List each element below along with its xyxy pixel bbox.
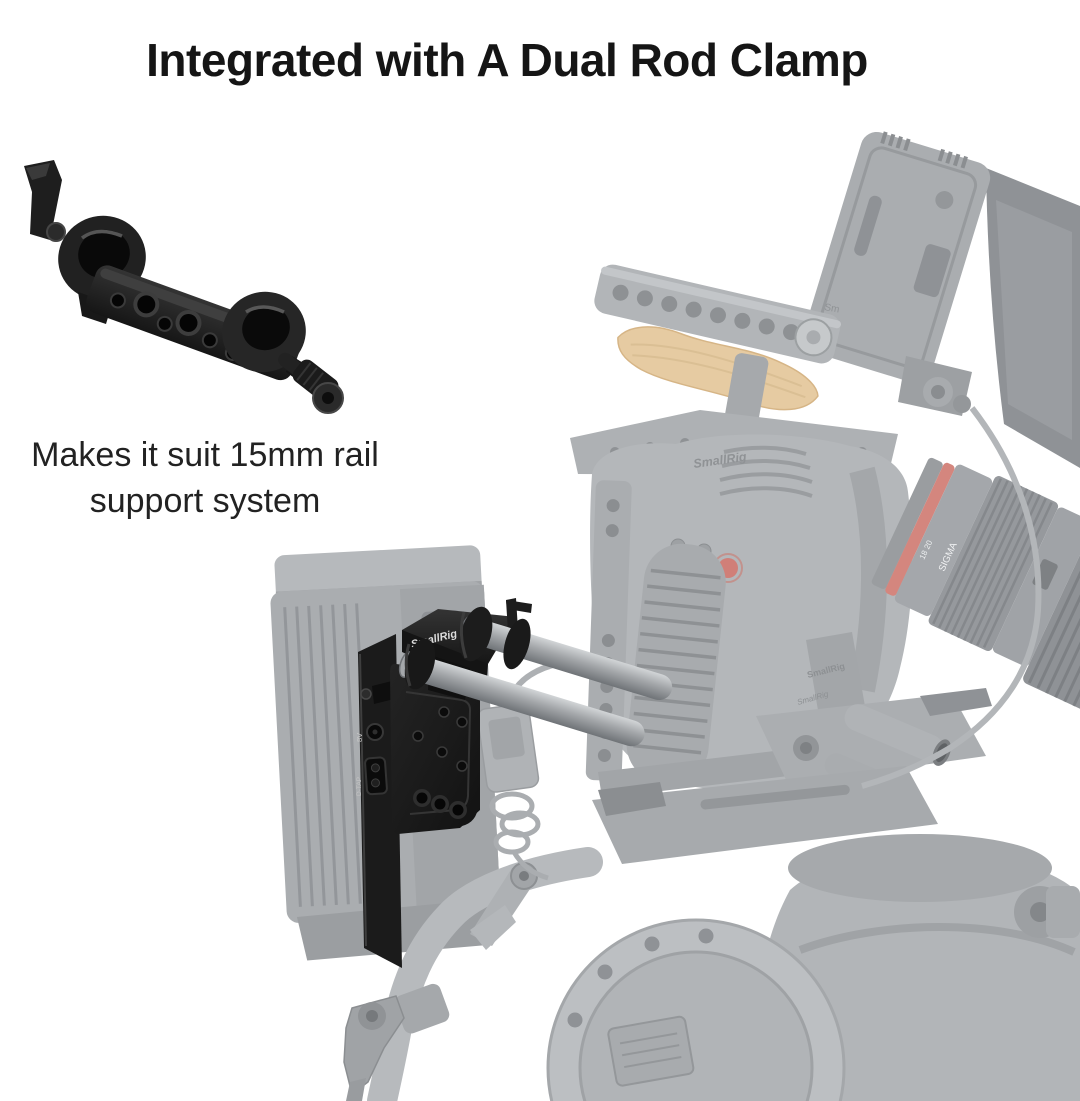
dtap-connector (476, 703, 540, 793)
handle-brand-label-partial: Sm (823, 302, 840, 315)
caption-line-2: support system (89, 481, 321, 520)
quarter-inch-threads (413, 789, 467, 819)
monitor (802, 131, 1080, 468)
clamp-left-lever (24, 160, 66, 242)
camera-grip (626, 543, 726, 784)
clamp-thumbscrew (278, 352, 344, 414)
clamp-product-photo (24, 160, 344, 414)
dtap-port (364, 756, 388, 796)
page-title: Integrated with A Dual Rod Clamp (146, 33, 868, 86)
cables (476, 406, 1042, 881)
plate-front-face (390, 663, 480, 834)
caption-line-1: Makes it suit 15mm rail (31, 436, 379, 474)
monitor-mount (898, 356, 972, 416)
caption-text: Makes it suit 15mm rail support system (0, 433, 410, 524)
dtap-port-label: D-TAP (356, 777, 363, 796)
wood-grip (617, 326, 819, 411)
top-handle: Sm (594, 264, 841, 466)
pan-handle (343, 847, 603, 1101)
clamp-right-ring (222, 291, 308, 382)
featured-battery-plate-assembly: 8V D-TAP (355, 598, 673, 968)
dc-port-label: 8V (355, 733, 364, 742)
tripod-head (343, 834, 1080, 1101)
clamp-collars (404, 606, 531, 690)
